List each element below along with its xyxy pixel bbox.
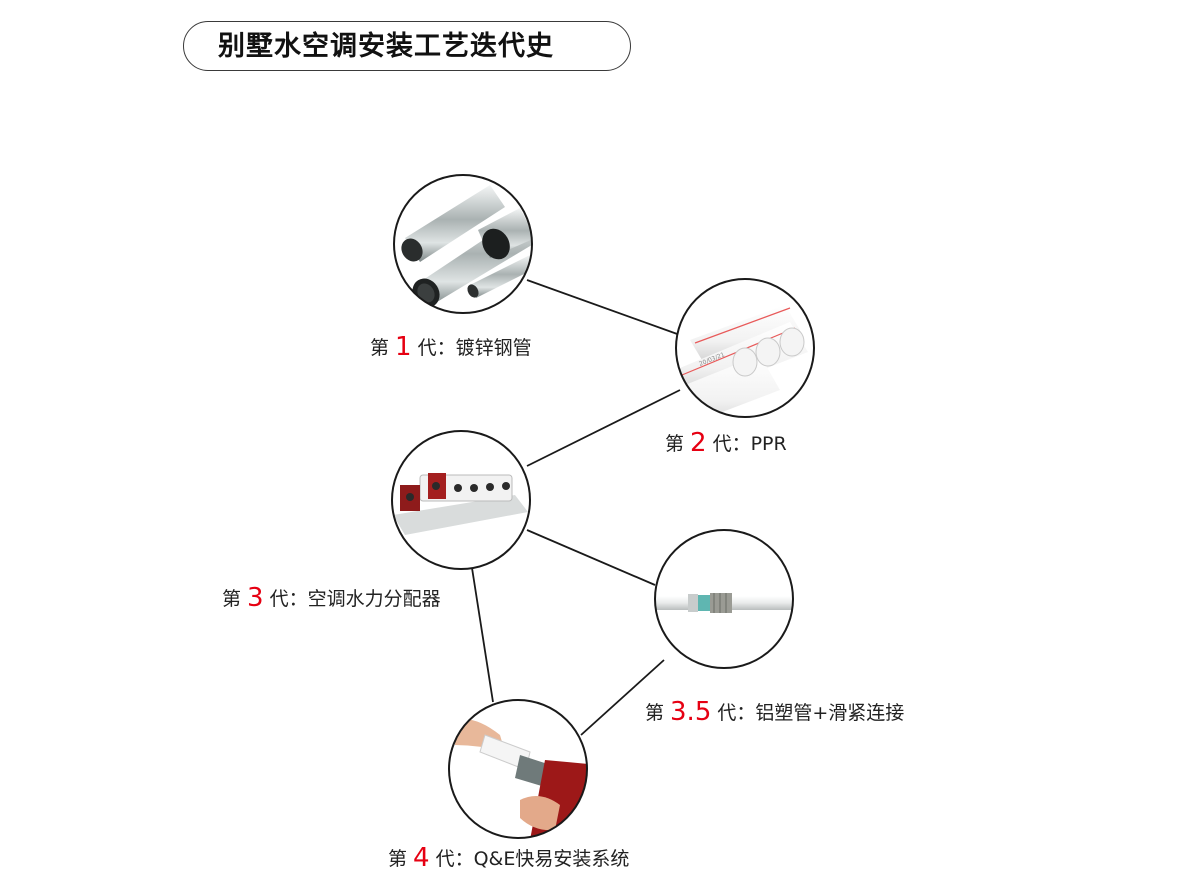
gen4-prefix: 第: [388, 848, 407, 870]
gen4-suffix: 代：Q&E快易安装系统: [436, 848, 630, 870]
gen4-qe-quick-install-tool-image: [449, 700, 600, 840]
gen1-galvanized-steel-pipes-image: [394, 175, 540, 313]
connector-1-2: [527, 280, 680, 335]
gen1-number: 1: [395, 332, 412, 362]
gen2-suffix: 代：PPR: [713, 433, 787, 455]
connector-3-35: [527, 530, 655, 585]
gen4-number: 4: [413, 843, 430, 873]
gen35-label: 第 3.5 代：铝塑管+滑紧连接: [645, 697, 904, 727]
gen3-number: 3: [247, 583, 264, 613]
connector-3-4: [472, 568, 493, 702]
gen3-suffix: 代：空调水力分配器: [270, 588, 441, 610]
gen35-number: 3.5: [670, 697, 711, 727]
gen2-prefix: 第: [665, 433, 684, 455]
gen2-ppr-pipes-image: 20/03/21: [660, 279, 814, 430]
gen35-prefix: 第: [645, 702, 664, 724]
gen35-suffix: 代：铝塑管+滑紧连接: [717, 702, 904, 724]
gen2-number: 2: [690, 428, 707, 458]
connector-2-3: [527, 390, 680, 466]
gen3-prefix: 第: [222, 588, 241, 610]
gen1-suffix: 代：镀锌钢管: [418, 337, 532, 359]
gen3-hydraulic-distributor-image: [392, 431, 530, 569]
gen1-prefix: 第: [370, 337, 389, 359]
gen35-aluminum-plastic-pipe-image: [650, 530, 800, 668]
